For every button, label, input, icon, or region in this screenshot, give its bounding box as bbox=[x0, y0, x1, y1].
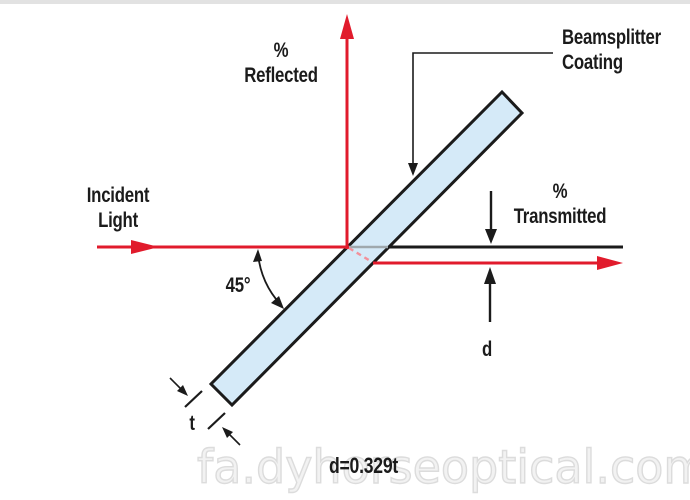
thickness-tick-back bbox=[207, 412, 226, 430]
incident-light-label-line2: Light bbox=[98, 209, 138, 232]
beamsplitter-coating-label-line2: Coating bbox=[562, 51, 623, 74]
thickness-arrow1-icon bbox=[177, 385, 188, 396]
coating-leader-line bbox=[412, 52, 553, 167]
displacement-up-arrow-icon bbox=[484, 267, 496, 284]
transmitted-beam bbox=[373, 256, 623, 270]
thickness-label: t bbox=[189, 412, 195, 435]
thickness-arrow2-icon bbox=[222, 427, 233, 438]
reflected-beam bbox=[340, 14, 354, 249]
beamsplitter-coating-label: Beamsplitter Coating bbox=[562, 25, 661, 75]
watermark-text: fa.dyhorseoptical.com bbox=[196, 439, 690, 494]
angle-label: 45° bbox=[225, 274, 251, 297]
reflected-label: % Reflected bbox=[233, 38, 329, 88]
beamsplitter-plate bbox=[208, 89, 525, 408]
beamsplitter-coating-label-line1: Beamsplitter bbox=[562, 26, 661, 49]
reflected-label-line2: Reflected bbox=[244, 64, 318, 87]
incident-light-label-line1: Incident bbox=[86, 184, 150, 207]
displacement-label: d bbox=[481, 338, 493, 361]
transmitted-label: % Transmitted bbox=[512, 179, 608, 229]
reflected-beam-arrow-icon bbox=[340, 14, 354, 39]
displacement-arrows bbox=[484, 191, 497, 322]
incident-beam-arrow-icon bbox=[131, 240, 159, 254]
thickness-tick-front bbox=[184, 390, 203, 408]
page-edge-divider bbox=[0, 0, 690, 4]
incident-beam bbox=[97, 240, 349, 254]
incident-light-label: Incident Light bbox=[70, 183, 166, 233]
reflected-label-line1: % bbox=[273, 39, 289, 62]
coating-leader bbox=[408, 52, 553, 176]
coating-leader-arrow-icon bbox=[408, 163, 418, 176]
transmitted-label-line1: % bbox=[552, 180, 568, 203]
transmitted-label-line2: Transmitted bbox=[513, 205, 607, 228]
displacement-formula: d=0.329t bbox=[329, 453, 399, 478]
refracted-ray-dashed bbox=[348, 246, 373, 264]
transmitted-beam-arrow-icon bbox=[597, 256, 623, 270]
angle-arc-upper-arrow-icon bbox=[253, 249, 262, 262]
displacement-down-arrow-icon bbox=[485, 229, 497, 244]
angle-arc-lower-arrow-icon bbox=[271, 296, 284, 309]
thickness-indicator bbox=[169, 377, 241, 446]
angle-indicator bbox=[253, 249, 284, 309]
